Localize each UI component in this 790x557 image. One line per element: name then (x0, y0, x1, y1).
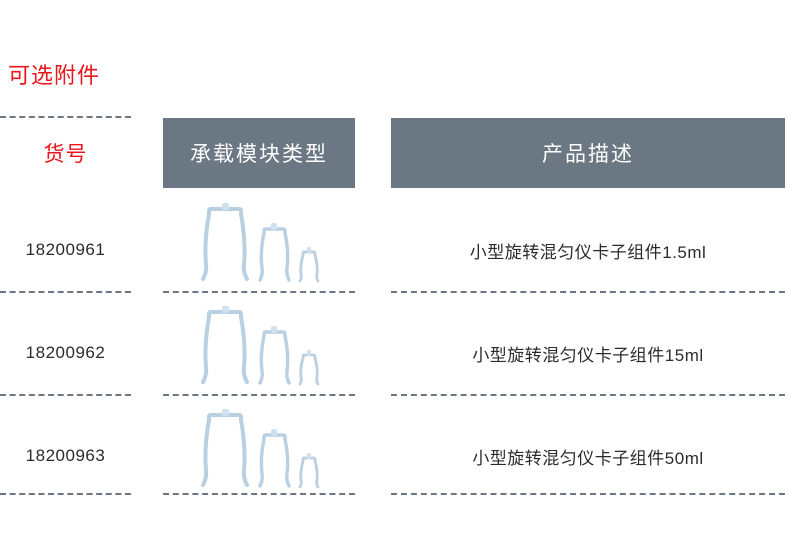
table-cell-description: 小型旋转混匀仪卡子组件1.5ml (469, 242, 707, 262)
column-header-module-type: 承载模块类型 (163, 118, 355, 188)
clip-set-icon (198, 305, 321, 387)
table-cell-module-icon (163, 406, 355, 494)
table-cell-module-icon (163, 303, 355, 391)
column-header-part-number: 货号 (43, 143, 88, 166)
table-cell-part-number: 18200963 (25, 446, 106, 465)
table-cell-description: 小型旋转混匀仪卡子组件50ml (472, 448, 704, 468)
column-header-product-description: 产品描述 (391, 118, 785, 188)
table-cell-module-icon (163, 200, 355, 288)
table-cell-part-number: 18200962 (25, 343, 106, 362)
rule-top-col1 (0, 116, 131, 118)
table-cell-description: 小型旋转混匀仪卡子组件15ml (472, 345, 704, 365)
rule-bottom-col3 (391, 493, 785, 495)
rule-col3 (391, 291, 785, 293)
rule-col2 (163, 394, 355, 396)
clip-set-icon (198, 408, 321, 490)
rule-col1 (0, 394, 131, 396)
rule-col3 (391, 394, 785, 396)
page-title: 可选附件 (8, 63, 101, 88)
rule-bottom-col1 (0, 493, 131, 495)
rule-col2 (163, 291, 355, 293)
rule-bottom-col2 (163, 493, 355, 495)
clip-set-icon (198, 202, 321, 284)
rule-col1 (0, 291, 131, 293)
table-cell-part-number: 18200961 (25, 240, 106, 259)
